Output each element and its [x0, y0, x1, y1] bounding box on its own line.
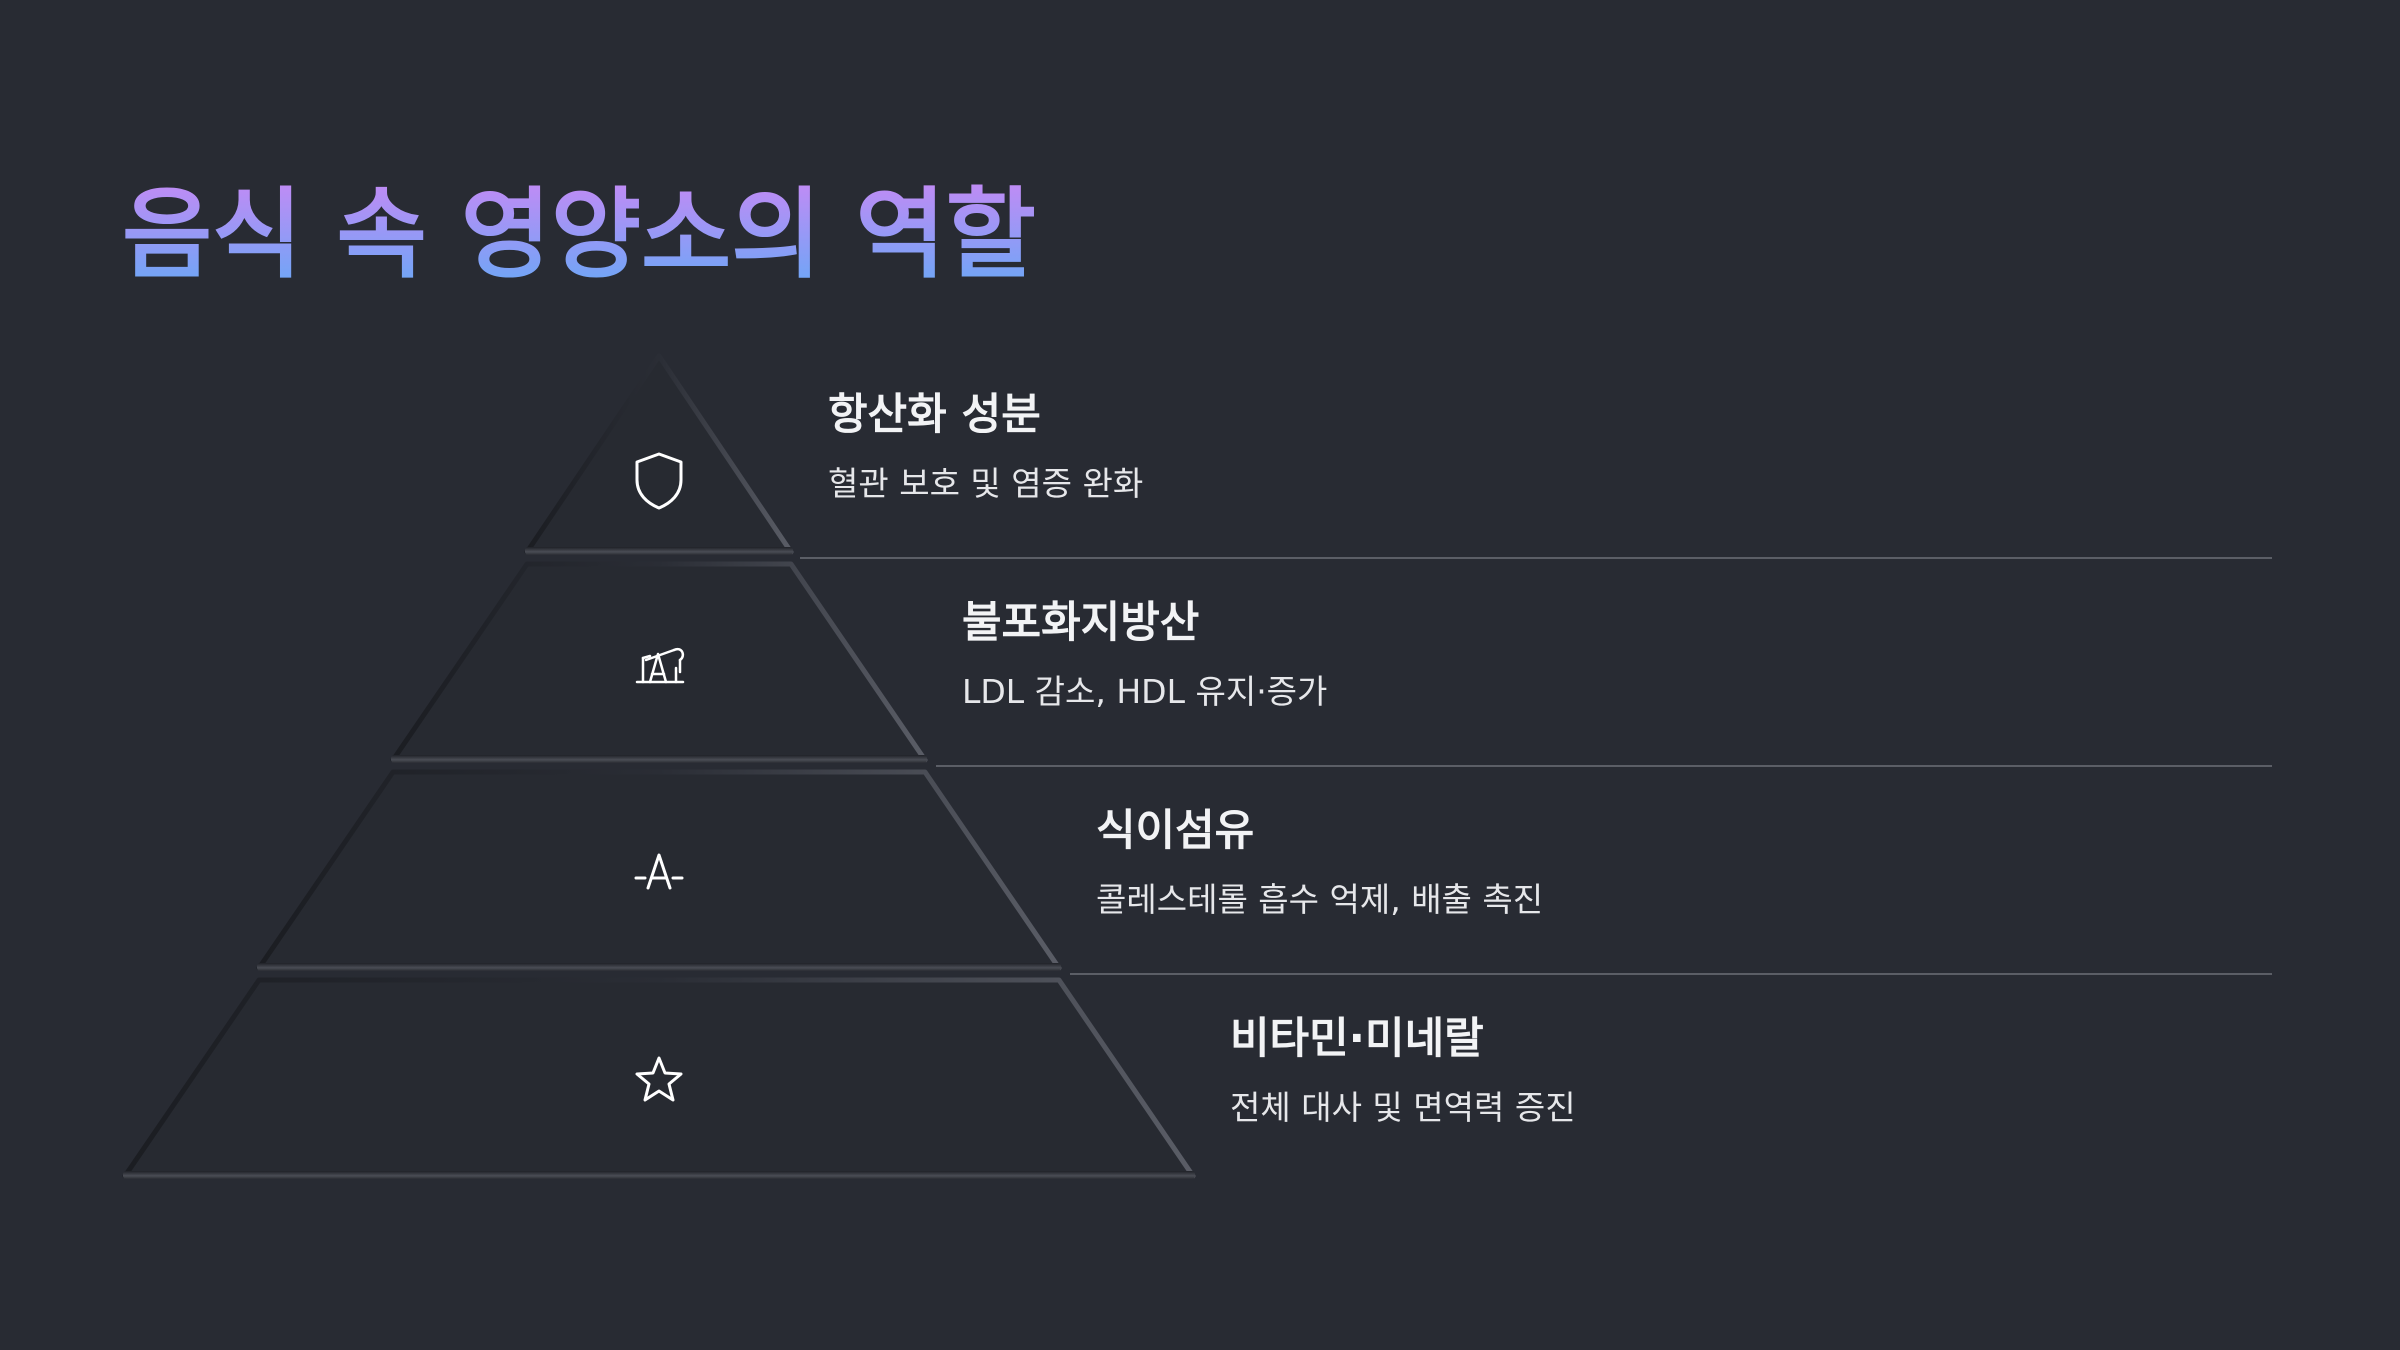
tier-1-heading: 항산화 성분	[828, 390, 1041, 440]
shield-icon	[635, 452, 683, 510]
tier-2-description: LDL 감소, HDL 유지·증가	[962, 672, 1328, 711]
star-icon	[635, 1056, 683, 1102]
tier-1-description: 혈관 보호 및 염증 완화	[828, 464, 1144, 503]
tier-3-heading: 식이섬유	[1096, 806, 1255, 856]
tier-1-text: 항산화 성분 혈관 보호 및 염증 완화	[828, 390, 1144, 503]
slide-title: 음식 속 영양소의 역할	[122, 178, 1036, 292]
tier-4-description: 전체 대사 및 면역력 증진	[1230, 1088, 1576, 1127]
tier-2-heading: 불포화지방산	[962, 598, 1200, 648]
tier-2-text: 불포화지방산 LDL 감소, HDL 유지·증가	[962, 598, 1328, 711]
fiber-a-icon	[634, 853, 684, 890]
tier-3-text: 식이섬유 콜레스테롤 흡수 억제, 배출 촉진	[1096, 806, 1544, 919]
tier-4-heading: 비타민·미네랄	[1230, 1014, 1484, 1064]
tier-3-description: 콜레스테롤 흡수 억제, 배출 촉진	[1096, 880, 1544, 919]
slide-title-graphic: 음식 속 영양소의 역할	[122, 178, 1036, 292]
pyramid-tier-2	[390, 561, 928, 763]
oil-pump-icon	[635, 647, 685, 684]
pyramid-tier-4	[122, 977, 1196, 1179]
tier-4-text: 비타민·미네랄 전체 대사 및 면역력 증진	[1230, 1014, 1576, 1127]
pyramid-tier-3	[256, 769, 1062, 971]
